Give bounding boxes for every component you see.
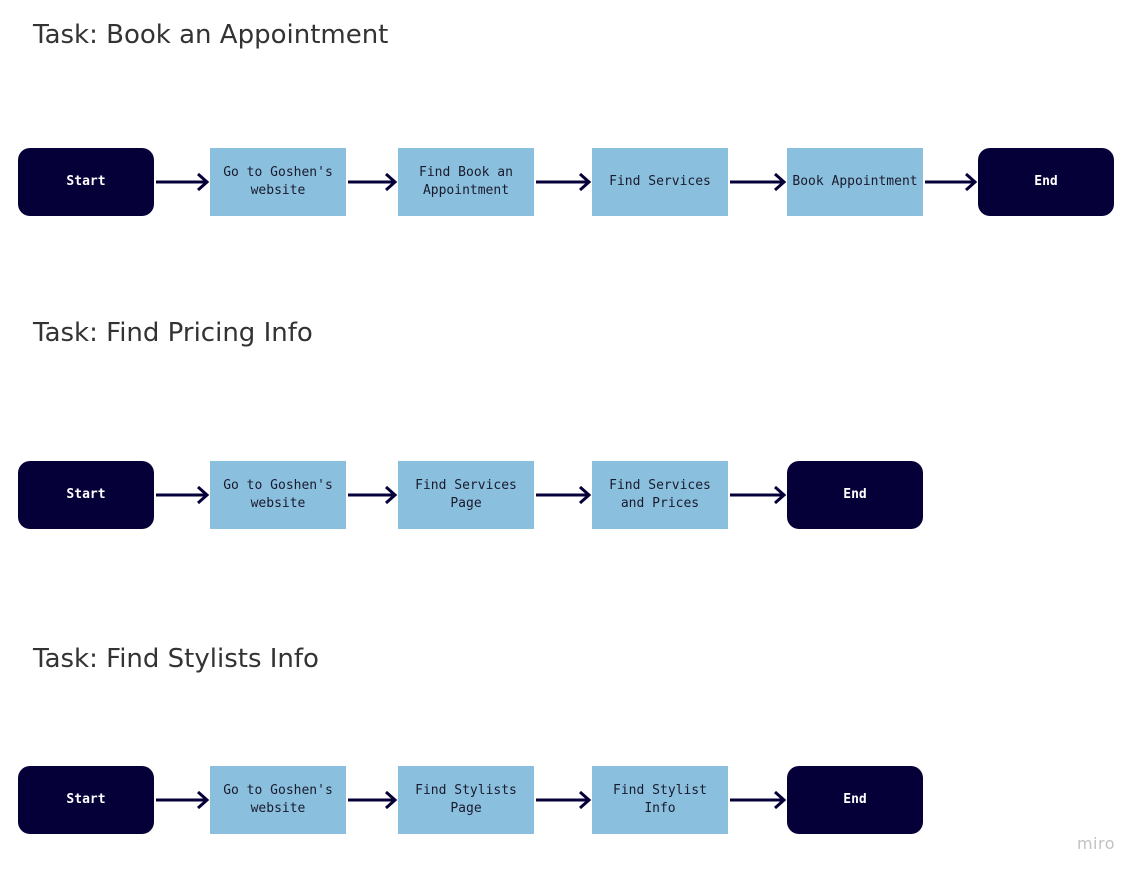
- arrow-icon: [156, 790, 210, 810]
- start-node[interactable]: Start: [18, 461, 154, 529]
- arrow-icon: [730, 485, 787, 505]
- flow-title: Task: Find Stylists Info: [33, 644, 319, 674]
- arrow-icon: [156, 172, 210, 192]
- flow-title: Task: Find Pricing Info: [33, 318, 313, 348]
- step-node[interactable]: Book Appointment: [787, 148, 923, 216]
- arrow-icon: [536, 485, 592, 505]
- arrow-icon: [348, 485, 398, 505]
- step-node[interactable]: Find Stylist Info: [592, 766, 728, 834]
- arrow-icon: [348, 172, 398, 192]
- arrow-icon: [730, 790, 787, 810]
- start-node[interactable]: Start: [18, 148, 154, 216]
- step-node[interactable]: Find Services and Prices: [592, 461, 728, 529]
- arrow-icon: [348, 790, 398, 810]
- end-node[interactable]: End: [787, 766, 923, 834]
- step-node[interactable]: Find Services Page: [398, 461, 534, 529]
- end-node[interactable]: End: [978, 148, 1114, 216]
- step-node[interactable]: Find Stylists Page: [398, 766, 534, 834]
- step-node[interactable]: Go to Goshen's website: [210, 461, 346, 529]
- miro-watermark: miro: [1076, 834, 1115, 853]
- arrow-icon: [730, 172, 787, 192]
- arrow-icon: [156, 485, 210, 505]
- step-node[interactable]: Go to Goshen's website: [210, 766, 346, 834]
- flow-title: Task: Book an Appointment: [33, 20, 389, 50]
- start-node[interactable]: Start: [18, 766, 154, 834]
- arrow-icon: [536, 790, 592, 810]
- step-node[interactable]: Find Book an Appointment: [398, 148, 534, 216]
- step-node[interactable]: Go to Goshen's website: [210, 148, 346, 216]
- step-node[interactable]: Find Services: [592, 148, 728, 216]
- arrow-icon: [536, 172, 592, 192]
- end-node[interactable]: End: [787, 461, 923, 529]
- arrow-icon: [925, 172, 978, 192]
